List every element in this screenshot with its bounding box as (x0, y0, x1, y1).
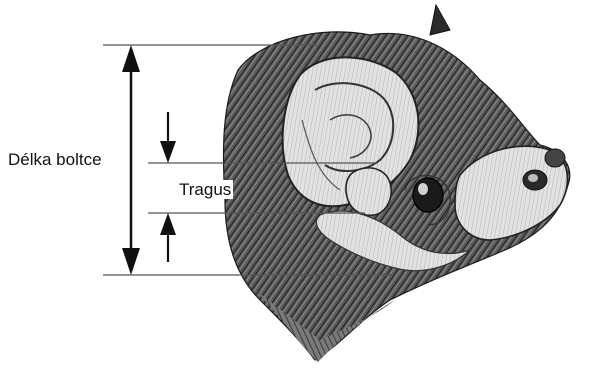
ear-tip (430, 5, 450, 35)
tragus-label: Tragus (177, 180, 233, 199)
nose-tip (545, 149, 565, 167)
ear-length-arrowhead-top (122, 45, 140, 72)
tragus-upper-arrowhead (160, 141, 176, 163)
eye (413, 178, 443, 212)
bat-head-illustration (223, 5, 569, 362)
ear-length-label: Délka boltce (8, 151, 102, 168)
ear-length-arrow (122, 45, 140, 275)
tragus-arrows (160, 112, 176, 262)
ear-length-arrowhead-bottom (122, 248, 140, 275)
tragus-lower-arrowhead (160, 213, 176, 235)
eye-highlight (418, 183, 428, 195)
nostril-highlight (528, 174, 538, 182)
tragus-shape (346, 168, 391, 215)
